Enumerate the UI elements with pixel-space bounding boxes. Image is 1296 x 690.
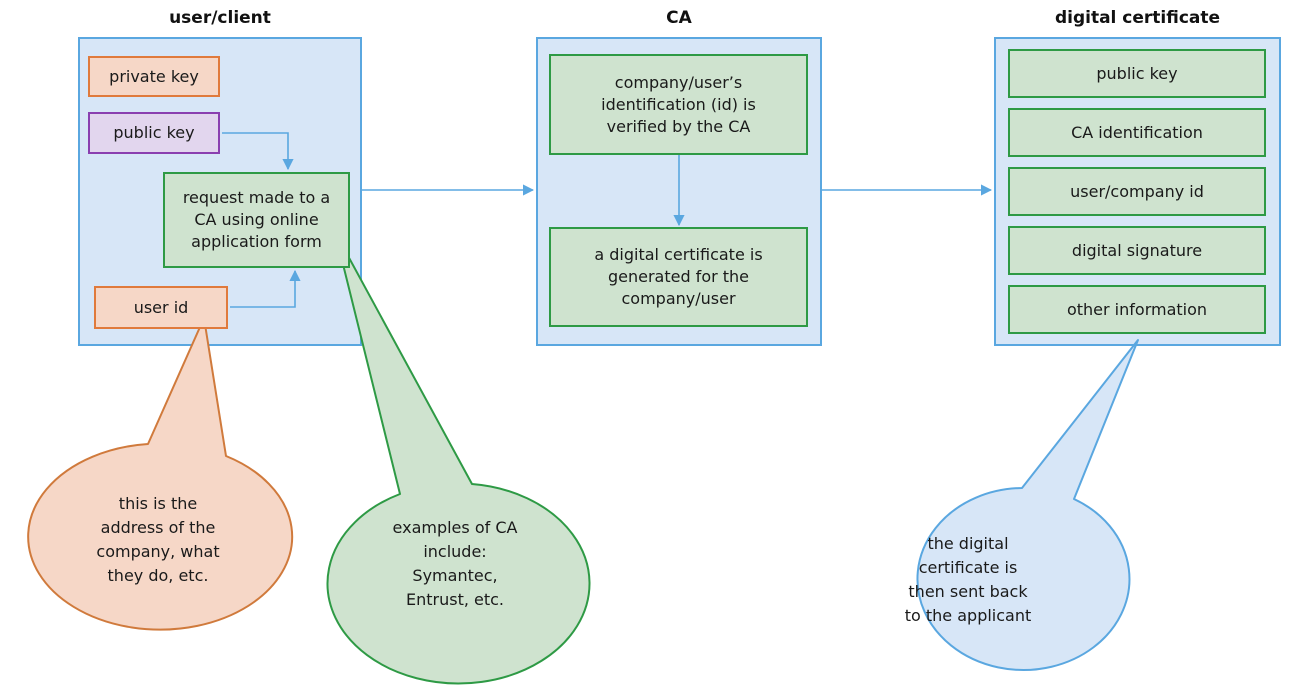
title-user-client: user/client xyxy=(169,8,271,28)
user-id-box: user id xyxy=(94,286,228,329)
arrow-public-key-to-request xyxy=(222,132,294,171)
user-id-callout-bubble xyxy=(27,317,294,631)
ca-examples-callout-text: examples of CA include: Symantec, Entrus… xyxy=(392,518,518,609)
request-box: request made to a CA using online applic… xyxy=(163,172,350,268)
private-key-box: private key xyxy=(88,56,220,97)
title-ca: CA xyxy=(666,8,692,28)
cert-field-public-key: public key xyxy=(1008,49,1266,98)
sent-back-callout-text: the digital certificate is then sent bac… xyxy=(904,534,1032,625)
cert-field-other-information: other information xyxy=(1008,285,1266,334)
cert-field-digital-signature: digital signature xyxy=(1008,226,1266,275)
cert-field-user-company-id: user/company id xyxy=(1008,167,1266,216)
arrow-user-id-to-request xyxy=(230,269,301,308)
sent-back-callout-bubble xyxy=(916,339,1139,671)
cert-field-ca-identification: CA identification xyxy=(1008,108,1266,157)
identification-verified-box: company/user’s identification (id) is ve… xyxy=(549,54,808,155)
ca-examples-callout-bubble xyxy=(326,231,591,685)
title-digital-certificate: digital certificate xyxy=(1054,8,1221,28)
user-id-callout-text: this is the address of the company, what… xyxy=(96,494,220,585)
public-key-box: public key xyxy=(88,112,220,154)
certificate-generated-box: a digital certificate is generated for t… xyxy=(549,227,808,327)
